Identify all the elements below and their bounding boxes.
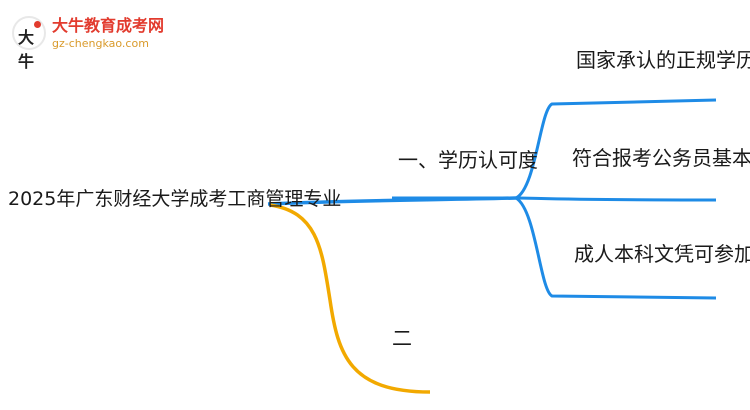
logo-icon: 大牛 (12, 16, 46, 71)
branch-node-1: 一、学历认可度 (398, 148, 538, 172)
branch-node-2: 二 (392, 326, 412, 350)
leaf-node-2: 符合报考公务员基本要求 (572, 146, 750, 170)
logo-url: gz-chengkao.com (52, 37, 149, 50)
logo-glyph: 大牛 (18, 28, 35, 71)
leaf-node-1: 国家承认的正规学历 (576, 48, 750, 72)
connector-leaf-2 (515, 196, 717, 202)
leaf-node-3: 成人本科文凭可参加考试 (574, 242, 750, 266)
connector-leaf-3 (515, 196, 717, 300)
logo-dot (34, 21, 41, 28)
connector-branch-2 (269, 203, 431, 394)
logo-title: 大牛教育成考网 (52, 16, 165, 35)
root-node: 2025年广东财经大学成考工商管理专业 (8, 188, 342, 210)
connector-leaf-1 (515, 98, 717, 200)
